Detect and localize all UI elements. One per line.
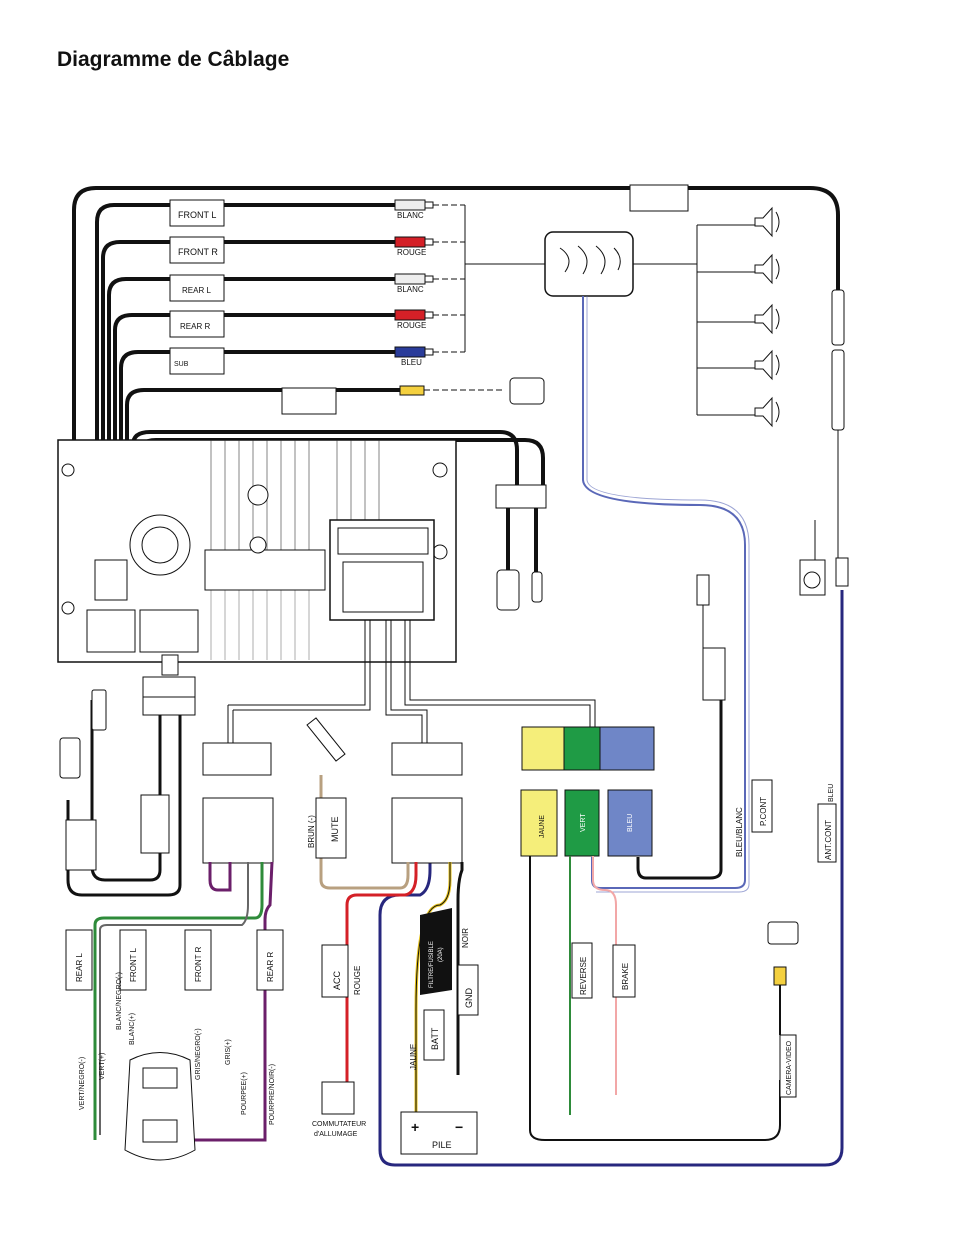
vert-plug-label: VERT (580, 813, 587, 832)
mute-label: MUTE (330, 817, 340, 843)
rca-plugs: BLANC ROUGE BLANC ROUGE BLEU (394, 199, 545, 405)
ignition-label-1: COMMUTATEUR (312, 1121, 366, 1128)
vert-plug (564, 789, 600, 857)
rear-l-box (169, 274, 225, 302)
front-l-speaker-label: FRONT L (129, 947, 138, 982)
antenna-box (629, 184, 689, 212)
brake-label: BRAKE (621, 963, 630, 990)
front-r-box (169, 236, 225, 264)
bleu-blanc-label: BLEU/BLANC (735, 807, 744, 857)
rca-output-labels: FRONT L FRONT R REAR L REAR R SUB (169, 184, 689, 415)
rca-color-label: BLANC (397, 211, 424, 220)
battery-icon (400, 1111, 478, 1155)
speaker-icon (754, 253, 780, 285)
ant-cont-label: ANT.CONT (824, 820, 833, 860)
antenna-plug (831, 289, 845, 560)
rouge-label: ROUGE (353, 966, 362, 995)
camera-label: CAMERA-VIDEO (786, 1040, 793, 1095)
speaker-icon (754, 303, 780, 335)
pile-label: PILE (432, 1140, 452, 1150)
phone-icon (306, 717, 346, 762)
front-r-label: FRONT R (178, 247, 218, 257)
speaker-icon (754, 349, 780, 381)
rear-connector-block (521, 726, 655, 771)
rca-color-label: BLANC (397, 285, 424, 294)
rca-plug (394, 273, 465, 285)
rca-color-label: BLEU (401, 358, 422, 367)
noir-label: NOIR (461, 928, 470, 948)
reverse-label: REVERSE (579, 957, 588, 995)
camera-icon (767, 921, 799, 945)
batt-wire (414, 862, 452, 1128)
rear-r-speaker-label: REAR R (266, 952, 275, 982)
gnd-label: GND (464, 988, 474, 1009)
monitor-icon (509, 377, 545, 405)
rca-color-label: ROUGE (397, 321, 426, 330)
rca-plug (394, 199, 465, 211)
front-r-speaker-label: FRONT R (194, 946, 203, 982)
bleu-plug (607, 789, 653, 857)
brun-label: BRUN (-) (307, 815, 316, 848)
amplifier-icon (544, 231, 697, 297)
video-out-box (281, 387, 337, 415)
wire-label: BLANC(+) (129, 1013, 136, 1045)
battery-minus: − (455, 1119, 463, 1135)
wire-label: VERT/NEGRO(-) (79, 1057, 86, 1110)
usb-connector (495, 484, 547, 611)
page-title: Diagramme de Câblage (57, 48, 290, 71)
jaune-plug (520, 789, 558, 857)
wire-label: VERT(+) (99, 1053, 106, 1080)
rca-color-label: ROUGE (397, 248, 426, 257)
power-connector (385, 620, 596, 864)
wire-label: GRIS/NEGRO(-) (195, 1028, 202, 1080)
front-l-box (169, 199, 225, 227)
antenna-adapter (799, 520, 849, 596)
battery-plus: + (411, 1119, 419, 1135)
rca-plug (394, 236, 465, 248)
head-unit-chassis (57, 439, 457, 676)
wire-label: BLANC/NEGRO(-) (116, 972, 123, 1030)
speaker-connector (202, 620, 371, 864)
rear-l-speaker-label: REAR L (75, 953, 84, 982)
jaune-plug-label: JAUNE (539, 815, 546, 838)
car-icon (124, 1052, 196, 1161)
speaker-icon (754, 206, 780, 238)
acc-label: ACC (332, 970, 342, 990)
batt-label: BATT (430, 1027, 440, 1050)
pcont-connector (636, 574, 726, 880)
rca-plug (394, 309, 465, 321)
speaker-icon (754, 396, 780, 428)
fuse-label-1: FILTRE/FUSIBLE (429, 941, 435, 988)
bleu-ant-label: BLEU (828, 784, 835, 802)
wire-label: GRIS(+) (225, 1039, 232, 1065)
rear-r-box (169, 310, 225, 338)
fuse-label-2: (20A) (438, 947, 444, 962)
acc-wire (345, 862, 418, 1095)
rear-l-label: REAR L (182, 286, 211, 295)
rca-plug (394, 346, 465, 358)
p-cont-label: P.CONT (759, 797, 768, 826)
ignition-switch-icon (321, 1081, 355, 1115)
jaune-label: JAUNE (409, 1044, 418, 1070)
wire-label: POURPRE/NOIR(-) (269, 1064, 276, 1125)
bleu-plug-label: BLEU (627, 814, 634, 832)
ignition-label-2: d'ALLUMAGE (314, 1131, 358, 1138)
video-rca-plug (399, 385, 505, 396)
front-l-label: FRONT L (178, 210, 216, 220)
sub-label: SUB (174, 361, 189, 368)
rear-r-label: REAR R (180, 322, 210, 331)
ant-cont-wire (378, 590, 844, 1167)
iso-adaptor (59, 676, 196, 897)
wire-label: POURPEE(+) (241, 1072, 248, 1115)
sub-box (169, 347, 225, 375)
fuse (420, 908, 452, 995)
speaker-group (696, 206, 780, 428)
